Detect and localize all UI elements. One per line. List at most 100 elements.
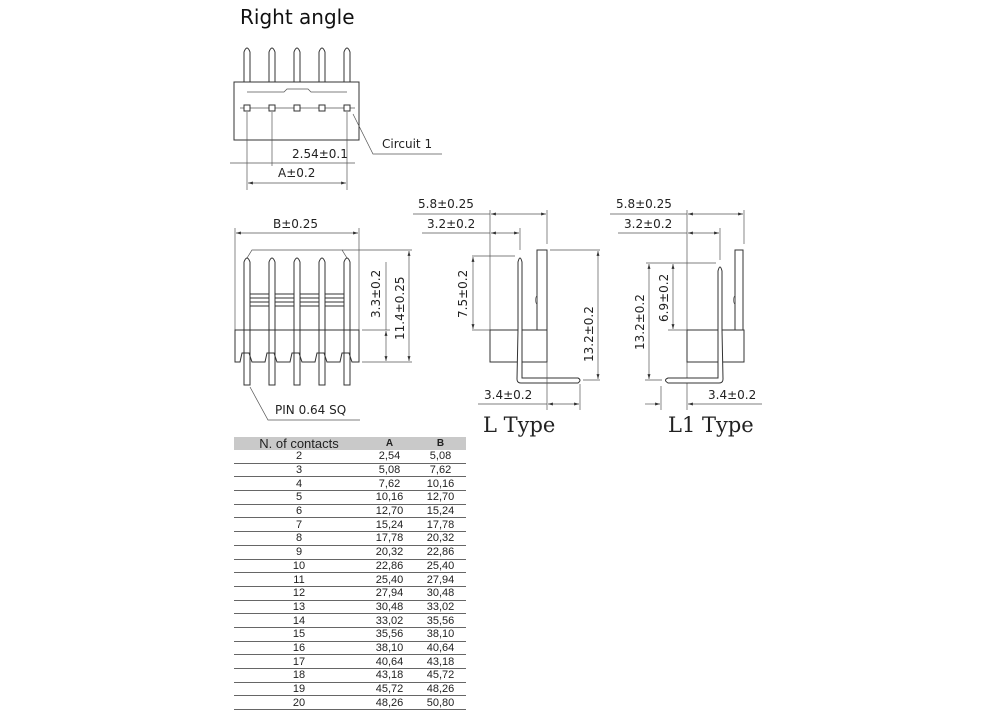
cell-contacts: 15: [234, 627, 364, 642]
l-type-label: L Type: [483, 413, 555, 437]
cell-b: 22,86: [415, 545, 466, 560]
pin: [343, 257, 351, 386]
circuit-1-label: Circuit 1: [382, 137, 432, 151]
cell-a: 45,72: [364, 682, 415, 697]
cell-contacts: 13: [234, 600, 364, 615]
header-b: B: [415, 437, 466, 450]
pitch-dimension: 2.54±0.1: [292, 147, 348, 161]
cell-a: 33,02: [364, 613, 415, 628]
cell-a: 43,18: [364, 668, 415, 683]
l-type-view: 5.8±0.25 3.2±0.2 7.5±0.2 13.2±0.2 3.4±0.…: [413, 197, 600, 437]
page-title: Right angle: [240, 5, 355, 29]
cell-b: 33,02: [415, 600, 466, 615]
cell-b: 40,64: [415, 641, 466, 656]
dim-3-3: 3.3±0.2: [369, 270, 383, 318]
l-dim-3-4: 3.4±0.2: [484, 388, 532, 402]
cell-b: 25,40: [415, 559, 466, 574]
table-header-row: N. of contacts A B: [234, 437, 466, 450]
pin: [268, 47, 276, 82]
cell-contacts: 11: [234, 572, 364, 587]
l1-dim-6-9: 6.9±0.2: [657, 274, 671, 322]
cell-b: 48,26: [415, 682, 466, 697]
pin: [243, 257, 251, 386]
cell-b: 7,62: [415, 463, 466, 478]
cell-contacts: 5: [234, 490, 364, 505]
cell-a: 25,40: [364, 572, 415, 587]
cell-contacts: 8: [234, 531, 364, 546]
cell-a: 17,78: [364, 531, 415, 546]
cell-b: 45,72: [415, 668, 466, 683]
cell-contacts: 4: [234, 476, 364, 492]
cell-a: 22,86: [364, 559, 415, 574]
cell-a: 30,48: [364, 600, 415, 615]
l-dim-7-5: 7.5±0.2: [456, 270, 470, 318]
header-contacts: N. of contacts: [234, 437, 364, 450]
pin-square: [343, 104, 351, 112]
pin-square: [318, 104, 326, 112]
pin: [243, 47, 251, 82]
cell-contacts: 18: [234, 668, 364, 683]
pin: [293, 257, 301, 386]
cell-b: 5,08: [415, 450, 466, 464]
cell-a: 7,62: [364, 476, 415, 492]
cell-a: 2,54: [364, 450, 415, 464]
l1-dim-5-8: 5.8±0.25: [616, 197, 672, 211]
cell-contacts: 19: [234, 682, 364, 697]
pin: [268, 257, 276, 386]
l1-type-view: 5.8±0.25 3.2±0.2 6.9±0.2 13.2±0.2 3.4±0.…: [610, 197, 762, 437]
l-dim-5-8: 5.8±0.25: [418, 197, 474, 211]
cell-a: 48,26: [364, 695, 415, 711]
l1-dim-3-2: 3.2±0.2: [624, 217, 672, 231]
pin-square: [268, 104, 276, 112]
cell-a: 35,56: [364, 627, 415, 642]
cell-b: 50,80: [415, 695, 466, 711]
cell-b: 12,70: [415, 490, 466, 505]
l-dim-3-2: 3.2±0.2: [427, 217, 475, 231]
cell-b: 30,48: [415, 586, 466, 601]
cell-contacts: 7: [234, 517, 364, 533]
cell-contacts: 9: [234, 545, 364, 560]
cell-b: 20,32: [415, 531, 466, 546]
cell-b: 10,16: [415, 476, 466, 492]
a-dimension: A±0.2: [278, 166, 315, 180]
header-a: A: [364, 437, 415, 450]
cell-contacts: 12: [234, 586, 364, 601]
b-dimension: B±0.25: [273, 217, 318, 231]
cell-contacts: 3: [234, 463, 364, 478]
cell-contacts: 16: [234, 641, 364, 656]
cell-b: 17,78: [415, 517, 466, 533]
cell-b: 35,56: [415, 613, 466, 628]
l1-dim-13-2: 13.2±0.2: [633, 294, 647, 350]
cell-a: 12,70: [364, 504, 415, 519]
pin-size-label: PIN 0.64 SQ: [275, 403, 346, 417]
cell-a: 38,10: [364, 641, 415, 656]
cell-contacts: 10: [234, 559, 364, 574]
pin-square: [293, 104, 301, 112]
top-view: Circuit 1 2.54±0.1 A±0.2: [230, 47, 442, 190]
cell-contacts: 6: [234, 504, 364, 519]
cell-a: 27,94: [364, 586, 415, 601]
cell-b: 15,24: [415, 504, 466, 519]
cell-a: 15,24: [364, 517, 415, 533]
pin: [318, 257, 326, 386]
pin: [343, 47, 351, 82]
front-view: B±0.25 3.3±0.2 11.4±0.25 PIN 0.64 SQ: [234, 217, 412, 421]
cell-b: 27,94: [415, 572, 466, 587]
pin: [318, 47, 326, 82]
cell-contacts: 2: [234, 450, 364, 464]
